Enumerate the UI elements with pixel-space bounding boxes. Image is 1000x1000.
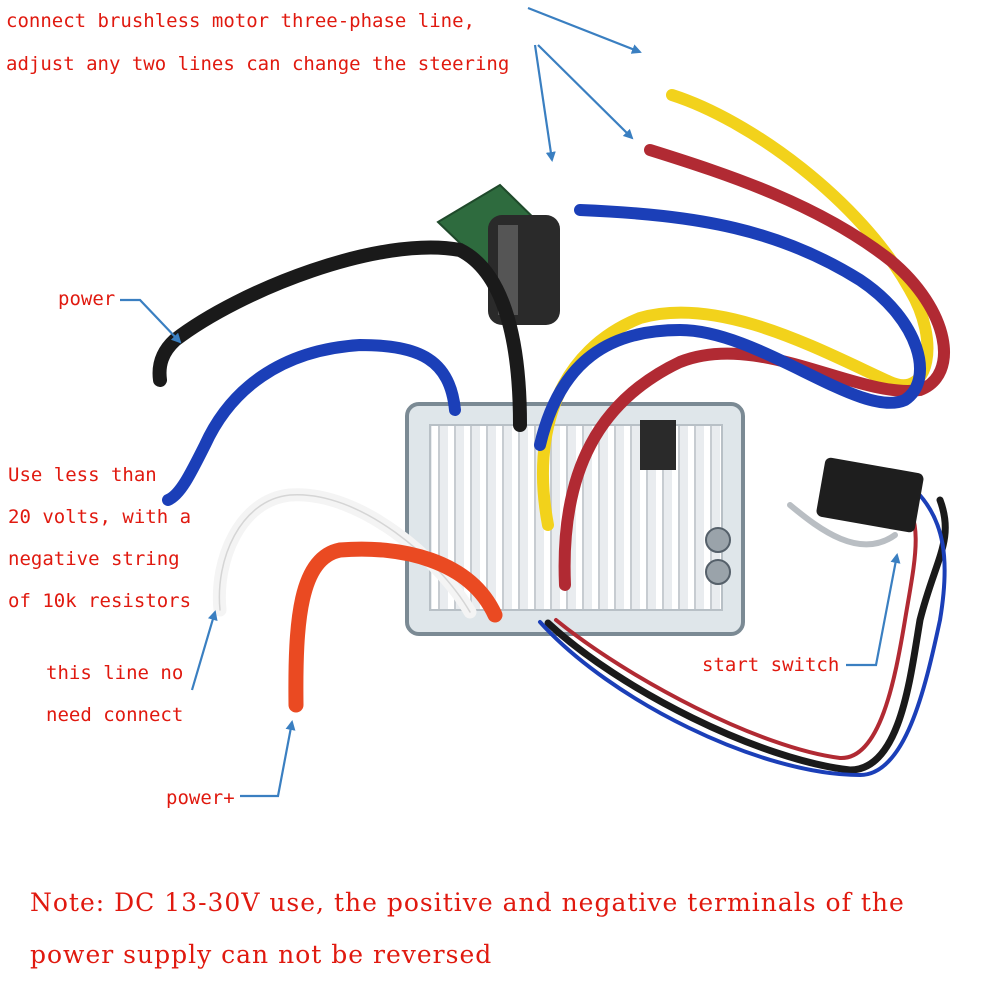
wire-blue-power bbox=[162, 338, 461, 506]
wire-blue bbox=[534, 204, 926, 451]
wire-switch-black bbox=[544, 496, 949, 774]
arrow-power bbox=[120, 298, 182, 344]
note-line2: power supply can not be reversed bbox=[30, 940, 493, 969]
wire-switch-blue bbox=[538, 488, 947, 778]
label-start-switch: start switch bbox=[702, 654, 840, 676]
wire-switch-red bbox=[554, 493, 918, 761]
label-power-plus: power+ bbox=[166, 787, 235, 809]
label-motor-line1: connect brushless motor three-phase line… bbox=[6, 10, 475, 32]
wire-orange bbox=[288, 541, 503, 713]
wire-black bbox=[152, 240, 527, 432]
arrow-power-plus bbox=[240, 720, 296, 798]
label-resistor-line3: negative string bbox=[8, 548, 180, 570]
arrows bbox=[120, 6, 901, 798]
label-resistor-line2: 20 volts, with a bbox=[8, 506, 192, 528]
label-resistor-line4: of 10k resistors bbox=[8, 590, 192, 612]
arrow-no-connect bbox=[190, 610, 218, 691]
label-resistor-line1: Use less than bbox=[8, 464, 157, 486]
arrow-start-switch bbox=[846, 553, 901, 667]
arrow-motor-2 bbox=[537, 44, 634, 140]
arrow-motor-3 bbox=[533, 44, 556, 162]
heatsink-controller-icon bbox=[405, 402, 745, 636]
label-no-connect-line2: need connect bbox=[46, 704, 184, 726]
micro-switch-icon bbox=[787, 457, 924, 548]
label-power: power bbox=[58, 288, 116, 310]
arrow-motor-1 bbox=[527, 6, 642, 54]
note-line1: Note: DC 13-30V use, the positive and ne… bbox=[30, 888, 905, 917]
label-no-connect-line1: this line no bbox=[46, 662, 184, 684]
label-motor-line2: adjust any two lines can change the stee… bbox=[6, 53, 510, 75]
